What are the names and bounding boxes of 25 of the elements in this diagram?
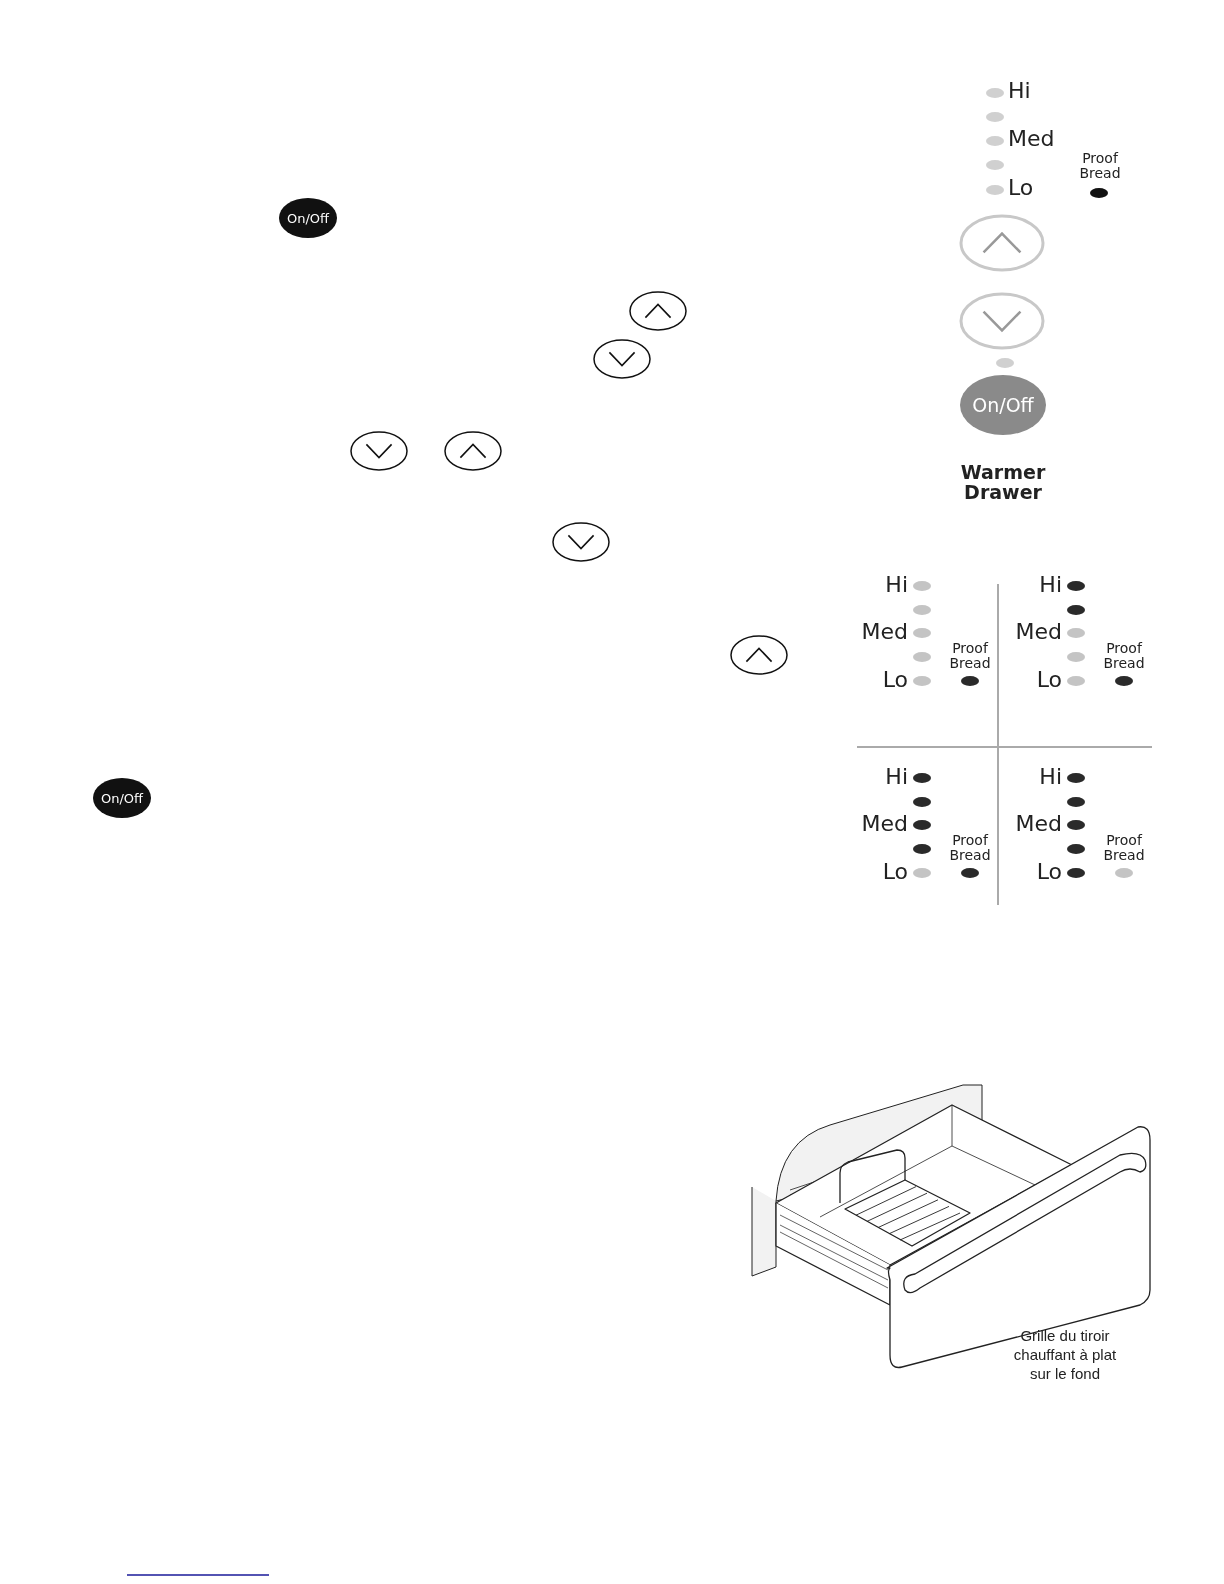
level-label: Lo	[1035, 860, 1062, 884]
caption: Grille du tiroir chauffant à plat sur le fond	[1012, 1327, 1118, 1384]
mode-label: Proof Bread	[1102, 833, 1146, 863]
level-label: Lo	[881, 860, 908, 884]
on-off-button: On/Off	[279, 198, 337, 238]
level-label: Med	[860, 812, 908, 836]
level-label: Med	[1008, 127, 1056, 151]
level-label: Hi	[1038, 573, 1062, 597]
mode-label: Proof Bread	[948, 833, 992, 863]
level-label: Med	[1014, 620, 1062, 644]
panel-title: Warmer Drawer	[959, 463, 1047, 503]
level-label: Lo	[1008, 176, 1035, 200]
level-label: Lo	[881, 668, 908, 692]
mode-label: Proof Bread	[1102, 641, 1146, 671]
level-label: Med	[860, 620, 908, 644]
level-label: Hi	[884, 765, 908, 789]
level-label: Hi	[884, 573, 908, 597]
mode-label: Proof Bread	[1078, 151, 1122, 181]
level-label: Hi	[1038, 765, 1062, 789]
level-label: Lo	[1035, 668, 1062, 692]
on-off-button: On/Off	[960, 375, 1046, 435]
level-label: Med	[1014, 812, 1062, 836]
level-label: Hi	[1008, 79, 1032, 103]
on-off-button: On/Off	[93, 778, 151, 818]
mode-label: Proof Bread	[948, 641, 992, 671]
